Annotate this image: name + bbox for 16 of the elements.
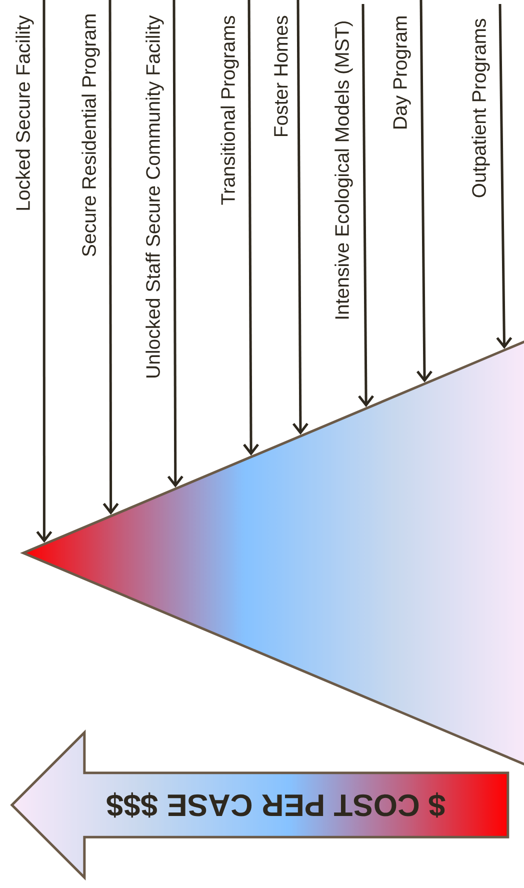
program-label: Secure Residential Program xyxy=(82,14,100,256)
program-label: Day Program xyxy=(393,16,411,128)
program-label: Locked Secure Facility xyxy=(16,15,34,210)
arrow xyxy=(102,0,119,515)
program-label: Outpatient Programs xyxy=(472,18,490,198)
arrow xyxy=(243,0,260,456)
arrow xyxy=(496,4,512,349)
arrow xyxy=(358,4,374,408)
arrow xyxy=(416,0,432,382)
program-label: Transitional Programs xyxy=(220,16,239,205)
program-label: Foster Homes xyxy=(274,16,288,136)
program-label: Intensive Ecological Models (MST) xyxy=(334,21,353,319)
program-label: Unlocked Staff Secure Community Facility xyxy=(146,15,164,378)
arrow xyxy=(292,0,308,435)
arrow xyxy=(167,0,184,488)
arrow xyxy=(36,0,52,543)
